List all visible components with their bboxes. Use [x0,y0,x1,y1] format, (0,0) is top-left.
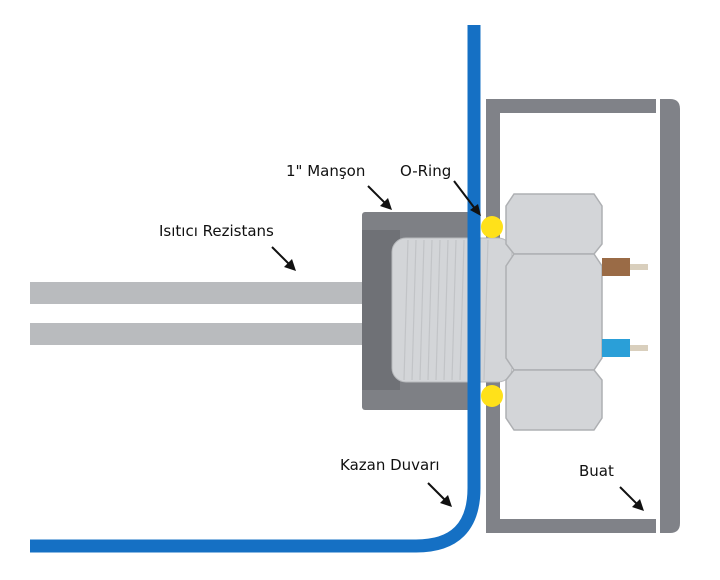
label-box: Buat [579,462,614,480]
tank-wall [30,25,481,553]
o-rings [481,216,503,407]
label-o-ring: O-Ring [400,162,451,180]
threaded-body [391,237,513,383]
o-ring-bottom [481,385,503,407]
terminals [602,258,648,357]
arrow-icon [271,180,644,511]
junction-box [486,99,680,533]
o-ring-top [481,216,503,238]
hex-nut [505,193,603,431]
label-wall: Kazan Duvarı [340,456,440,474]
label-manson: 1" Manşon [286,162,365,180]
label-heater: Isıtıcı Rezistans [159,222,274,240]
heater-rods [30,282,394,345]
